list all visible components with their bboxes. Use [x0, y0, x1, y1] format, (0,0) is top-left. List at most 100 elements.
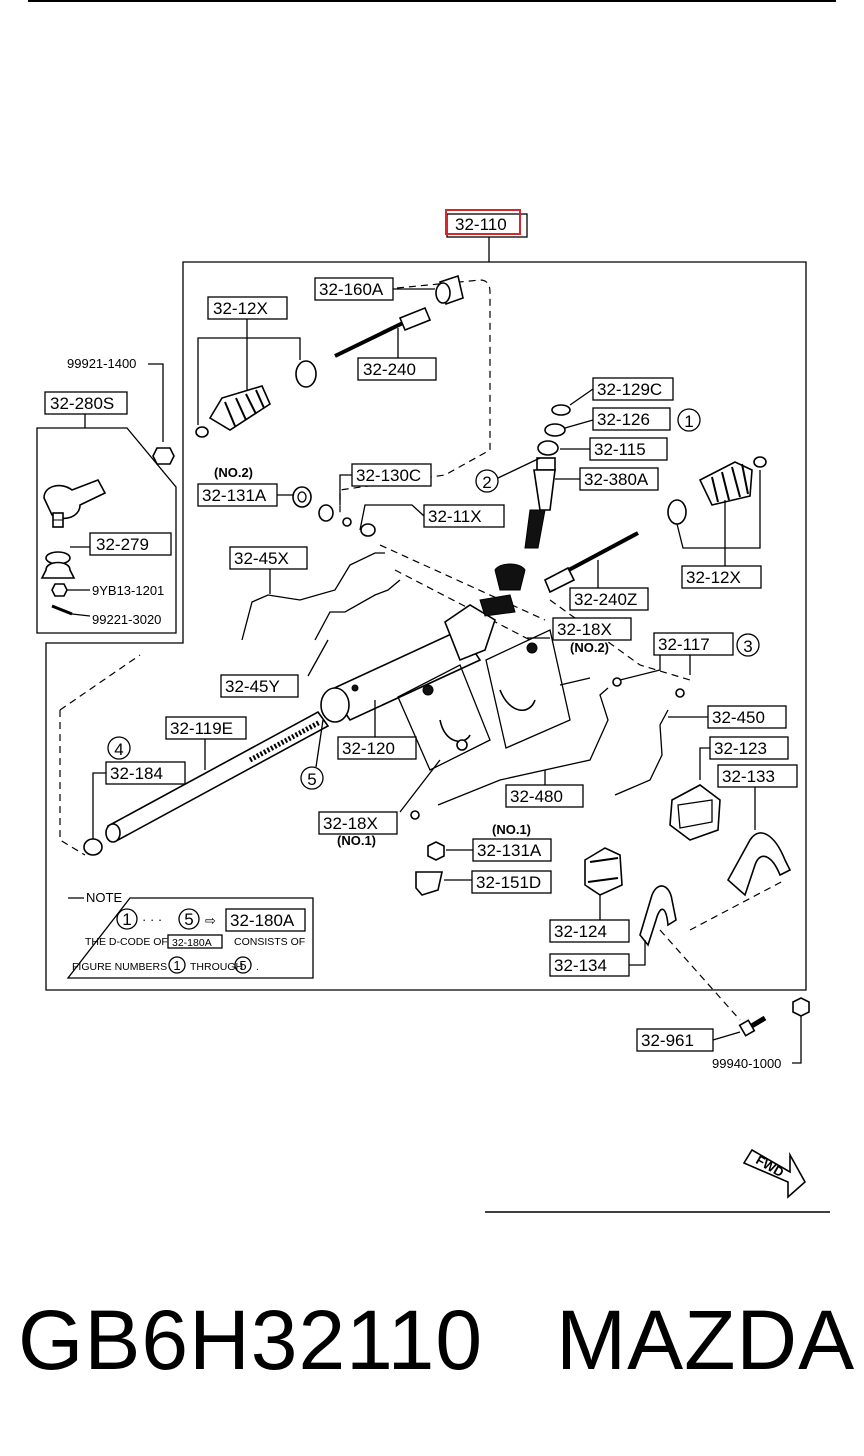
svg-text:32-126: 32-126: [597, 410, 650, 429]
svg-text:32-380A: 32-380A: [584, 470, 649, 489]
svg-text:32-129C: 32-129C: [597, 380, 662, 399]
svg-text:32-18X: 32-18X: [557, 620, 612, 639]
label-pipe-45y[interactable]: 32-45Y: [220, 674, 299, 698]
svg-text:32-134: 32-134: [554, 956, 607, 975]
label-pipe-45x[interactable]: 32-45X: [229, 546, 308, 570]
bushing-151d-icon: [415, 871, 443, 896]
pipe-450-icon: [614, 709, 669, 796]
label-bolt-961[interactable]: 32-961: [636, 1028, 714, 1052]
label-clamp-134[interactable]: 32-134: [549, 953, 630, 977]
label-seal-131a-upper[interactable]: 32-131A: [197, 483, 278, 507]
label-rack-end-seal[interactable]: 32-160A: [314, 277, 394, 301]
svg-text:⇨: ⇨: [205, 913, 216, 928]
clamp-134-icon: [639, 885, 677, 947]
boot-right-icon: [667, 456, 767, 525]
label-boot-279[interactable]: 32-279: [89, 532, 172, 556]
bracket-panel-no1: [397, 664, 491, 771]
svg-text:32-12X: 32-12X: [213, 299, 268, 318]
seal-icon: [360, 523, 376, 537]
circled-4: 4: [107, 736, 131, 760]
seal-ring-icon: [292, 486, 312, 508]
label-tie-rod-end-set[interactable]: 32-280S: [44, 391, 128, 415]
label-oil-seal-126[interactable]: 32-126: [592, 407, 671, 431]
svg-text:32-131A: 32-131A: [477, 841, 542, 860]
tie-rod-end-frame: [36, 427, 177, 634]
label-clamp-133[interactable]: 32-133: [717, 764, 798, 788]
pipe-480-icon: [437, 687, 609, 806]
svg-text:32-18X: 32-18X: [323, 814, 378, 833]
label-nut-99921[interactable]: 99921-1400: [67, 356, 136, 371]
clamp-133-icon: [726, 832, 792, 897]
label-bearing-115[interactable]: 32-115: [589, 437, 668, 461]
label-mount-123[interactable]: 32-123: [709, 736, 789, 760]
label-bushing-151d[interactable]: 32-151D: [471, 870, 552, 894]
cylinder-tube-icon: [105, 710, 330, 843]
label-bushing-129c[interactable]: 32-129C: [592, 377, 674, 401]
rack-housing-icon: [320, 563, 526, 723]
svg-text:THE D-CODE OF: THE D-CODE OF: [85, 936, 168, 948]
label-bracket-18x-no1[interactable]: 32-18X: [318, 811, 398, 835]
svg-text:32-45Y: 32-45Y: [225, 677, 280, 696]
fwd-arrow-icon: FWD: [742, 1148, 807, 1199]
label-pinion-380a[interactable]: 32-380A: [579, 467, 659, 491]
svg-text:32-180A: 32-180A: [172, 937, 212, 949]
assembly-label[interactable]: 32-110: [445, 209, 528, 238]
label-boot-kit-left[interactable]: 32-12X: [207, 296, 288, 320]
label-tie-rod-right[interactable]: 32-240Z: [569, 587, 649, 611]
qualifier-no1-bracket: (NO.1): [337, 833, 376, 848]
castle-nut-icon: [51, 583, 68, 597]
svg-text:32-151D: 32-151D: [476, 873, 541, 892]
label-pin-99221[interactable]: 99221-3020: [92, 612, 161, 627]
svg-text:1: 1: [122, 910, 131, 929]
qualifier-no1-lower: (NO.1): [492, 822, 531, 837]
label-pipe-480[interactable]: 32-480: [505, 784, 584, 808]
tie-rod-end-icon: [43, 479, 107, 528]
circled-3: 3: [736, 633, 760, 657]
svg-text:.: .: [256, 961, 259, 973]
mount-123-icon: [669, 784, 721, 841]
washer-icon: [318, 504, 334, 522]
note-box: NOTE 1 · · · 5 ⇨ 32-180A THE D-CODE OF 3…: [66, 890, 314, 979]
bushing-icon: [551, 404, 571, 416]
qualifier-no2-upper: (NO.2): [214, 465, 253, 480]
svg-text:32-279: 32-279: [96, 535, 149, 554]
svg-text:32-117: 32-117: [658, 635, 710, 654]
label-boot-kit-right[interactable]: 32-12X: [681, 565, 762, 589]
seal-184-icon: [83, 838, 103, 856]
circled-5: 5: [300, 766, 324, 790]
label-pipe-450[interactable]: 32-450: [707, 705, 787, 729]
mount-124-icon: [584, 847, 623, 896]
label-nut-9yb13[interactable]: 9YB13-1201: [92, 583, 164, 598]
label-bracket-18x-no2[interactable]: 32-18X: [552, 617, 632, 641]
label-pipe-117[interactable]: 32-117: [653, 632, 734, 656]
label-seal-kit-11x[interactable]: 32-11X: [423, 504, 505, 528]
label-mount-124[interactable]: 32-124: [549, 919, 630, 943]
svg-text:· · ·: · · ·: [142, 912, 162, 927]
boot-279-icon: [40, 551, 76, 579]
svg-text:2: 2: [482, 473, 491, 492]
label-housing-120[interactable]: 32-120: [337, 736, 417, 760]
svg-text:NOTE: NOTE: [86, 890, 122, 905]
nut-131a-icon: [427, 841, 445, 861]
label-seal-184[interactable]: 32-184: [105, 761, 186, 785]
label-washer-130c[interactable]: 32-130C: [351, 463, 432, 487]
oil-seal-icon: [544, 423, 566, 437]
svg-text:32-119E: 32-119E: [170, 719, 233, 738]
svg-text:32-133: 32-133: [722, 767, 775, 786]
label-tie-rod-left[interactable]: 32-240: [357, 357, 437, 381]
nut-99940-icon: [792, 997, 810, 1017]
tie-rod-right-icon: [543, 531, 639, 594]
svg-text:THROUGH: THROUGH: [190, 961, 243, 973]
svg-text:32-961: 32-961: [641, 1031, 694, 1050]
main-frame: [45, 261, 807, 991]
svg-text:32-180A: 32-180A: [230, 911, 295, 930]
svg-text:CONSISTS OF: CONSISTS OF: [234, 936, 305, 948]
label-seal-131a-lower[interactable]: 32-131A: [472, 838, 552, 862]
label-nut-99940[interactable]: 99940-1000: [712, 1056, 781, 1071]
cotter-pin-icon: [51, 604, 73, 616]
label-cylinder-119e[interactable]: 32-119E: [165, 716, 247, 740]
pipe-45y-icon: [314, 579, 401, 641]
svg-text:32-45X: 32-45X: [234, 549, 289, 568]
svg-text:32-184: 32-184: [110, 764, 163, 783]
